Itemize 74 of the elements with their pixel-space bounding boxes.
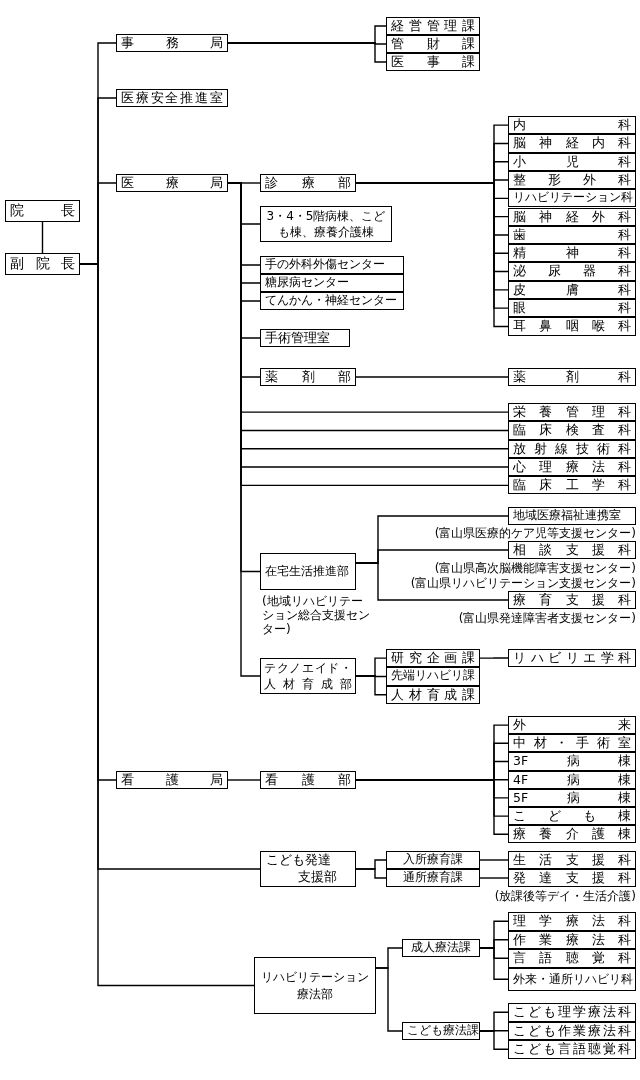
department-box: 在宅生活推進部 [260, 553, 356, 590]
connector-line [227, 779, 261, 781]
department-box: 耳鼻咽喉科 [508, 317, 636, 336]
connector-line [479, 877, 509, 879]
department-box: 3F病棟 [508, 752, 636, 771]
department-box: 脳神経外科 [508, 207, 636, 226]
department-box: 院長 [5, 200, 80, 222]
department-box: 看護局 [116, 771, 228, 789]
connector-line [355, 868, 387, 879]
department-box: 療育支援科 [508, 591, 636, 609]
department-box: 眼科 [508, 299, 636, 318]
department-box: 外来・通所リハビリ科 [508, 967, 636, 991]
department-box: 泌尿器科 [508, 262, 636, 281]
department-box: 入所療育課 [386, 851, 480, 869]
department-box: 医療局 [116, 174, 228, 192]
department-box: こども言語聴覚科 [508, 1040, 636, 1059]
department-box: 診療部 [260, 174, 356, 192]
connector-line [479, 859, 509, 861]
note-text: (地域リハビリテーション総合支援センター) [262, 594, 371, 636]
department-box: 管財課 [386, 35, 480, 53]
department-box: こども発達支援部 [260, 851, 356, 887]
department-box: 経営管理課 [386, 17, 480, 35]
department-box: 栄養管理科 [508, 403, 636, 422]
department-box: 地域医療福祉連携室 [508, 507, 636, 525]
department-box: 糖尿病センター [260, 274, 404, 292]
department-box: こども理学療法科 [508, 1003, 636, 1022]
connector-line [375, 967, 403, 1032]
department-box: 医療安全推進室 [116, 89, 228, 107]
connector-line [41, 221, 44, 254]
note-text: (富山県医療的ケア児等支援センター) [434, 526, 636, 540]
department-box: 外来 [508, 716, 636, 735]
department-box: 精神科 [508, 244, 636, 263]
department-box: テクノエイド・人材育成部 [260, 658, 356, 694]
department-box: 内科 [508, 116, 636, 135]
department-box: 副院長 [5, 253, 80, 275]
department-box: 3・4・5階病棟、こども棟、療養介護棟 [260, 206, 392, 242]
note-text: (放課後等デイ・生活介護) [494, 889, 636, 903]
department-box: こども療法課 [402, 1022, 480, 1040]
department-box: 相談支援科 [508, 541, 636, 559]
department-box: 脳神経内科 [508, 134, 636, 153]
connector-line [227, 42, 387, 63]
department-box: 看護部 [260, 771, 356, 789]
department-box: 研究企画課 [386, 649, 480, 668]
department-box: 手術管理室 [260, 329, 350, 347]
connector-line [355, 376, 509, 378]
department-box: 理学療法科 [508, 912, 636, 931]
department-box: 言語聴覚科 [508, 949, 636, 968]
department-box: リハビリエ学科 [508, 649, 636, 667]
department-box: リハビリテーション科 [508, 189, 636, 208]
department-box: こども棟 [508, 807, 636, 826]
note-text: (富山県リハビリテーション支援センター) [410, 576, 636, 590]
department-box: 臨床検査科 [508, 421, 636, 440]
department-box: 薬剤部 [260, 368, 356, 386]
connector-line [355, 562, 509, 601]
department-box: 成人療法課 [402, 939, 480, 957]
department-box: 療養介護棟 [508, 825, 636, 844]
note-text: (富山県発達障害者支援センター) [458, 611, 636, 625]
connector-line [479, 657, 509, 659]
department-box: 事務局 [116, 34, 228, 52]
department-box: てんかん・神経センター [260, 292, 404, 310]
department-box: 発達支援科 [508, 869, 636, 887]
note-text: (富山県高次脳機能障害支援センター) [434, 561, 636, 575]
department-box: 臨床工学科 [508, 476, 636, 495]
connector-line [355, 675, 387, 696]
department-box: 先端リハビリ課 [386, 667, 480, 686]
department-box: 通所療育課 [386, 869, 480, 887]
department-box: 手の外科外傷センター [260, 256, 404, 274]
department-box: 薬剤科 [508, 368, 636, 386]
department-box: 医事課 [386, 53, 480, 71]
connector-line [355, 779, 509, 835]
department-box: 生活支援科 [508, 851, 636, 869]
department-box: リハビリテーション療法部 [254, 957, 376, 1014]
connector-line [479, 1030, 509, 1050]
department-box: 中材・手術室 [508, 734, 636, 753]
